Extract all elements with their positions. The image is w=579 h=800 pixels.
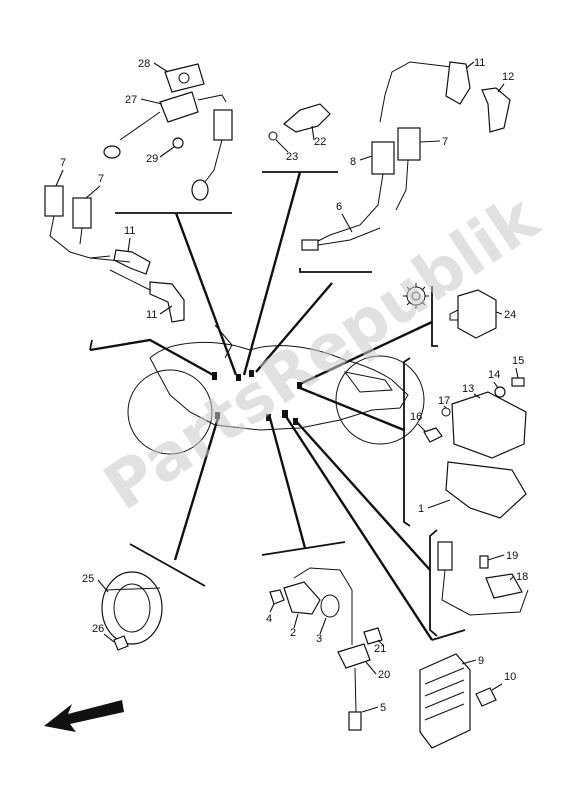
part-27-connector [213, 109, 233, 141]
part-24-relay [457, 289, 497, 339]
part-6-harness-plug [301, 239, 319, 251]
part-17-washer [441, 407, 451, 417]
part-1-bracket [445, 461, 527, 519]
speed-sensor-group [269, 567, 383, 731]
part-14-cap [494, 386, 506, 398]
part-26-bolt [113, 635, 129, 651]
part-5-pin [348, 711, 362, 731]
callout-24: 24 [504, 309, 516, 321]
callout-29: 29 [146, 153, 158, 165]
callout-26: 26 [92, 623, 104, 635]
callout-7-b: 7 [98, 173, 104, 185]
callout-7-c: 7 [442, 136, 448, 148]
leader-lines [89, 171, 434, 641]
temperature-sensor-group [268, 103, 331, 141]
callout-14: 14 [488, 369, 500, 381]
callout-22: 22 [314, 136, 326, 148]
callout-19: 19 [506, 550, 518, 562]
sidestand-switch-group [437, 541, 529, 616]
part-12-cap [481, 87, 511, 133]
group-frames [89, 171, 466, 641]
callout-10: 10 [504, 671, 516, 683]
horn-group [101, 571, 163, 651]
callout-12: 12 [502, 71, 514, 83]
callout-23: 23 [286, 151, 298, 163]
relay-group [403, 283, 497, 339]
callout-11-c: 11 [474, 57, 485, 69]
callout-28: 28 [138, 58, 150, 70]
callout-15: 15 [512, 355, 524, 367]
part-11-plug-cap-a [113, 249, 151, 275]
part-25-horn [101, 571, 163, 645]
part-22-sensor [283, 103, 331, 133]
callout-27: 27 [125, 94, 137, 106]
callout-7-a: 7 [60, 157, 66, 169]
part-7-coil-c [397, 127, 421, 161]
ignition-coil-group-left [44, 63, 233, 323]
callout-5: 5 [380, 702, 386, 714]
arrow-down-left-icon [44, 700, 124, 732]
part-28-gasket [164, 63, 205, 93]
callout-11-b: 11 [146, 309, 157, 321]
callout-3: 3 [316, 633, 322, 645]
callout-17: 17 [438, 395, 450, 407]
callout-8: 8 [350, 156, 356, 168]
callout-20: 20 [378, 669, 390, 681]
part-18-plug [437, 541, 453, 571]
part-23-washer [268, 131, 278, 141]
starter-relay-group [423, 377, 527, 519]
callout-1: 1 [418, 503, 424, 515]
callout-25: 25 [82, 573, 94, 585]
part-19-bolt [479, 555, 489, 569]
part-8-coil [371, 141, 395, 175]
part-16-bolt [423, 427, 443, 443]
part-20-clamp [337, 643, 371, 669]
part-15-bolt [511, 377, 525, 387]
part-11-plug-cap-c [445, 61, 471, 105]
callout-16: 16 [410, 411, 422, 423]
part-9-regulator [419, 653, 471, 749]
callout-2: 2 [290, 627, 296, 639]
part-29-bolt [172, 137, 184, 149]
part-13-starter-relay [451, 391, 527, 459]
callout-11-a: 11 [124, 225, 135, 237]
callout-6: 6 [336, 201, 342, 213]
part-4-bolt [269, 589, 285, 605]
part-27-sensor [159, 91, 199, 123]
ignition-coil-group-right [301, 61, 511, 251]
callout-13: 13 [462, 383, 474, 395]
part-7-coil-a [44, 185, 64, 217]
regulator-group [419, 653, 497, 749]
callout-18: 18 [516, 571, 528, 583]
part-18-switch [485, 573, 523, 599]
part-7-coil-b [72, 197, 92, 229]
part-2-sensor [283, 581, 321, 615]
callout-labels: 28 27 29 7 7 11 11 22 23 11 12 7 8 6 24 … [55, 57, 528, 714]
part-3-oring [320, 594, 340, 618]
part-11-plug-cap-b [149, 281, 185, 323]
callout-21: 21 [374, 643, 386, 655]
gear-icon [403, 283, 429, 309]
callout-4: 4 [266, 613, 272, 625]
part-21-bolt [363, 627, 383, 645]
part-10-bolt [475, 687, 497, 707]
callout-9: 9 [478, 655, 484, 667]
